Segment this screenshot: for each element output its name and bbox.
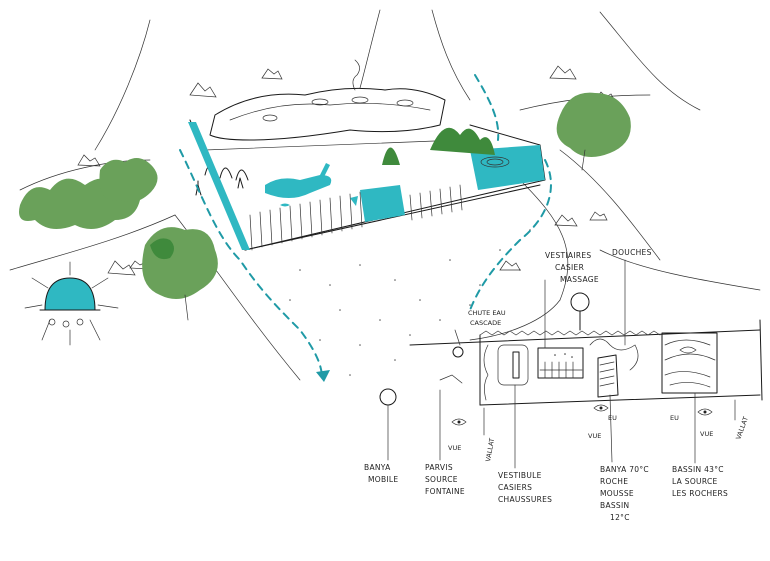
rocks	[77, 65, 616, 276]
label-parvis-2: SOURCE	[425, 475, 458, 484]
label-eu-2: EU	[670, 414, 679, 422]
label-vestibule-3: CHAUSSURES	[498, 495, 552, 504]
main-building	[188, 59, 546, 251]
label-parvis-3: FONTAINE	[425, 487, 465, 496]
label-vestiaires-3: MASSAGE	[560, 275, 599, 284]
plan-labels: BANYA MOBILE PARVIS SOURCE FONTAINE VEST…	[364, 248, 750, 522]
trees	[19, 92, 631, 321]
eye-icon	[697, 408, 713, 416]
label-vue-2: VUE	[588, 432, 601, 440]
label-vue-1: VUE	[448, 444, 461, 452]
label-chute-2: CASCADE	[470, 319, 501, 327]
label-vestiaires-1: VESTIAIRES	[545, 251, 591, 260]
label-bassin43-1: BASSIN 43°C	[672, 465, 724, 474]
access-paths	[179, 74, 552, 382]
label-banya70-1: BANYA 70°C	[600, 465, 649, 474]
label-banya70-4: BASSIN	[600, 501, 629, 510]
label-vallat-2: VALLAT	[734, 416, 750, 441]
ground-dots	[289, 229, 531, 376]
label-vestibule-1: VESTIBULE	[498, 471, 542, 480]
label-chute-1: CHUTE EAU	[468, 309, 506, 317]
label-banya70-5: 12°C	[610, 513, 630, 522]
label-eu-1: EU	[608, 414, 617, 422]
label-banya70-3: MOUSSE	[600, 489, 634, 498]
label-banya-mobile-2: MOBILE	[368, 475, 398, 484]
label-vallat-1: VALLAT	[484, 438, 496, 463]
label-banya-mobile-1: BANYA	[364, 463, 391, 472]
eye-icon	[593, 404, 609, 412]
mobile-banya-dome	[24, 261, 119, 346]
label-bassin43-3: LES ROCHERS	[672, 489, 728, 498]
label-banya70-2: ROCHE	[600, 477, 628, 486]
label-parvis-1: PARVIS	[425, 463, 453, 472]
floor-plan	[379, 259, 763, 469]
label-bassin43-2: LA SOURCE	[672, 477, 718, 486]
label-vue-3: VUE	[700, 430, 713, 438]
label-vestibule-2: CASIERS	[498, 483, 532, 492]
label-douches: DOUCHES	[612, 248, 652, 257]
eye-icon	[451, 418, 467, 426]
label-vestiaires-2: CASIER	[555, 263, 584, 272]
